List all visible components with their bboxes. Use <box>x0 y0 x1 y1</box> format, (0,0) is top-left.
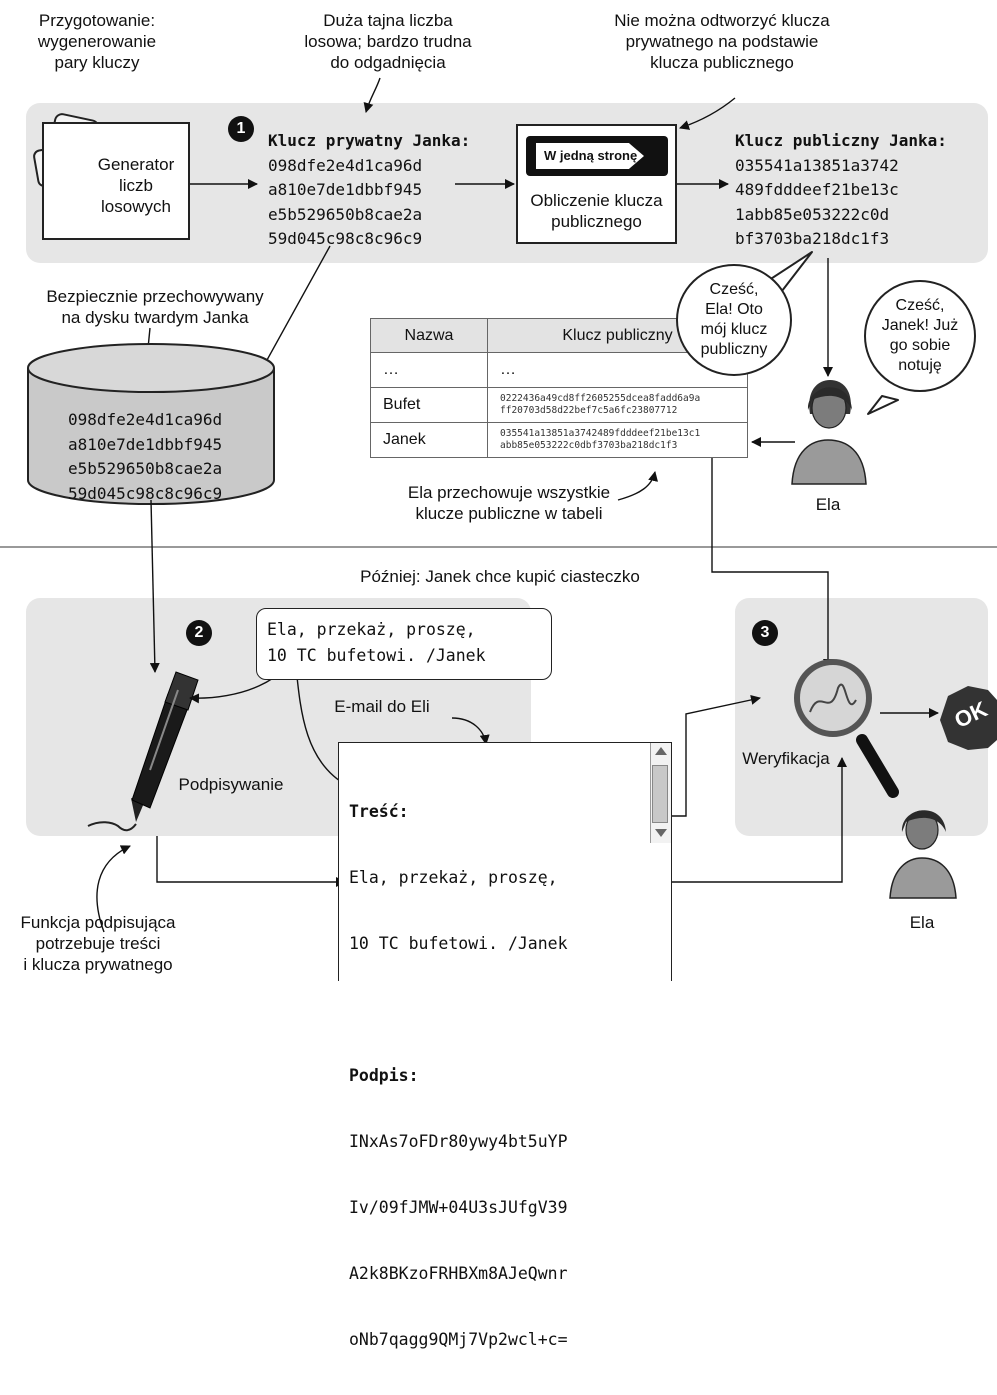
private-key-title: Klucz prywatny Janka: <box>268 131 471 150</box>
one-way-sign: W jedną stronę <box>526 136 668 176</box>
private-key-line: 59d045c98c8c96c9 <box>268 229 423 248</box>
prep-caption: Przygotowanie: wygenerowanie pary kluczy <box>37 11 157 72</box>
verify-label: Weryfikacja <box>742 749 830 768</box>
email-sig-title: Podpis: <box>349 1066 419 1085</box>
step-1-badge: 1 <box>228 116 254 142</box>
public-key-line: bf3703ba218dc1f3 <box>735 229 890 248</box>
table-cell-key: 0222436a49cd8ff2605255dcea8fadd6a9a ff20… <box>487 387 748 423</box>
irreversible-caption: Nie można odtworzyć klucza prywatnego na… <box>614 11 830 72</box>
table-row: Janek 035541a13851a3742489fdddeef21be13c… <box>370 422 748 458</box>
ela-avatar-top <box>791 380 867 485</box>
ok-label: OK <box>950 696 992 733</box>
step-3-badge: 3 <box>752 620 778 646</box>
ela-avatar-bottom <box>889 810 957 899</box>
scroll-thumb[interactable] <box>652 765 668 823</box>
public-key-line: 489fdddeef21be13c <box>735 180 899 199</box>
table-cell-key: 035541a13851a3742489fdddeef21be13c1 abb8… <box>487 422 748 458</box>
email-sig-line: Iv/09fJMW+04U3sJUfgV39 <box>349 1198 568 1217</box>
table-cell-name: … <box>370 352 488 388</box>
public-key-line: 035541a13851a3742 <box>735 155 899 175</box>
disk-key-block: 098dfe2e4d1ca96d a810e7de1dbbf945 e5b529… <box>68 408 222 506</box>
email-body-line: 10 TC bufetowi. /Janek <box>349 934 568 953</box>
private-key-line: e5b529650b8cae2a <box>268 204 423 224</box>
signing-label: Podpisywanie <box>178 775 284 794</box>
storage-caption: Bezpiecznie przechowywany na dysku tward… <box>46 287 264 327</box>
compute-label: Obliczenie klucza publicznego <box>530 191 663 231</box>
generator-label: Generator liczb losowych <box>97 155 175 216</box>
janek-speech-bubble: Cześć, Ela! Oto mój klucz publiczny <box>676 264 792 376</box>
email-content: Treść: Ela, przekaż, proszę, 10 TC bufet… <box>349 757 568 1395</box>
later-caption: Później: Janek chce kupić ciasteczko <box>360 567 640 586</box>
pen-icon <box>87 671 199 832</box>
scroll-down-icon[interactable] <box>655 829 667 837</box>
disk-key-line: 59d045c98c8c96c9 <box>68 483 223 503</box>
public-key-line: 1abb85e053222c0d <box>735 204 890 224</box>
email-body-line: Ela, przekaż, proszę, <box>349 868 558 887</box>
table-cell-name: Janek <box>370 422 488 458</box>
email-body-title: Treść: <box>349 802 409 821</box>
magnifier-icon <box>794 659 899 798</box>
public-key-table: Nazwa Klucz publiczny … … Bufet 0222436a… <box>370 318 748 458</box>
disk-key-line: 098dfe2e4d1ca96d <box>68 410 223 429</box>
table-header-name: Nazwa <box>370 318 488 353</box>
public-key-title: Klucz publiczny Janka: <box>735 131 947 150</box>
private-key-block: Klucz prywatny Janka: 098dfe2e4d1ca96d a… <box>268 129 470 252</box>
email-sig-line: oNb7qagg9QMj7Vp2wcl+c= <box>349 1330 568 1349</box>
public-key-block: Klucz publiczny Janka: 035541a13851a3742… <box>735 129 947 252</box>
private-key-line: 098dfe2e4d1ca96d <box>268 155 423 175</box>
compute-box: W jedną stronę Obliczenie klucza publicz… <box>516 124 677 244</box>
email-window: Treść: Ela, przekaż, proszę, 10 TC bufet… <box>338 742 672 1349</box>
ela-name-bottom: Ela <box>909 913 935 932</box>
ela-name-top: Ela <box>815 495 841 514</box>
table-caption: Ela przechowuje wszystkie klucze publicz… <box>407 483 611 523</box>
generator-box: Generator liczb losowych <box>42 122 190 240</box>
sign-func-caption: Funkcja podpisująca potrzebuje treści i … <box>20 913 176 974</box>
table-cell-name: Bufet <box>370 387 488 423</box>
one-way-sign-label: W jedną stronę <box>536 143 644 169</box>
email-caption: E-mail do Eli <box>334 697 430 716</box>
step-2-badge: 2 <box>186 620 212 646</box>
scroll-up-icon[interactable] <box>655 747 667 755</box>
table-row: … … <box>370 352 748 388</box>
random-caption: Duża tajna liczba losowa; bardzo trudna … <box>304 11 472 72</box>
private-key-line: a810e7de1dbbf945 <box>268 180 423 199</box>
email-scrollbar[interactable] <box>650 743 671 843</box>
ela-speech-bubble: Cześć, Janek! Już go sobie notuję <box>864 280 976 392</box>
email-sig-line: A2k8BKzoFRHBXm8AJeQwnr <box>349 1264 568 1283</box>
table-row: Bufet 0222436a49cd8ff2605255dcea8fadd6a9… <box>370 387 748 423</box>
disk-key-line: a810e7de1dbbf945 <box>68 434 223 454</box>
table-cell-key: … <box>487 352 748 388</box>
disk-key-line: e5b529650b8cae2a <box>68 459 223 478</box>
message-box: Ela, przekaż, proszę, 10 TC bufetowi. /J… <box>256 608 552 680</box>
email-sig-line: INxAs7oFDr80ywy4bt5uYP <box>349 1132 568 1151</box>
